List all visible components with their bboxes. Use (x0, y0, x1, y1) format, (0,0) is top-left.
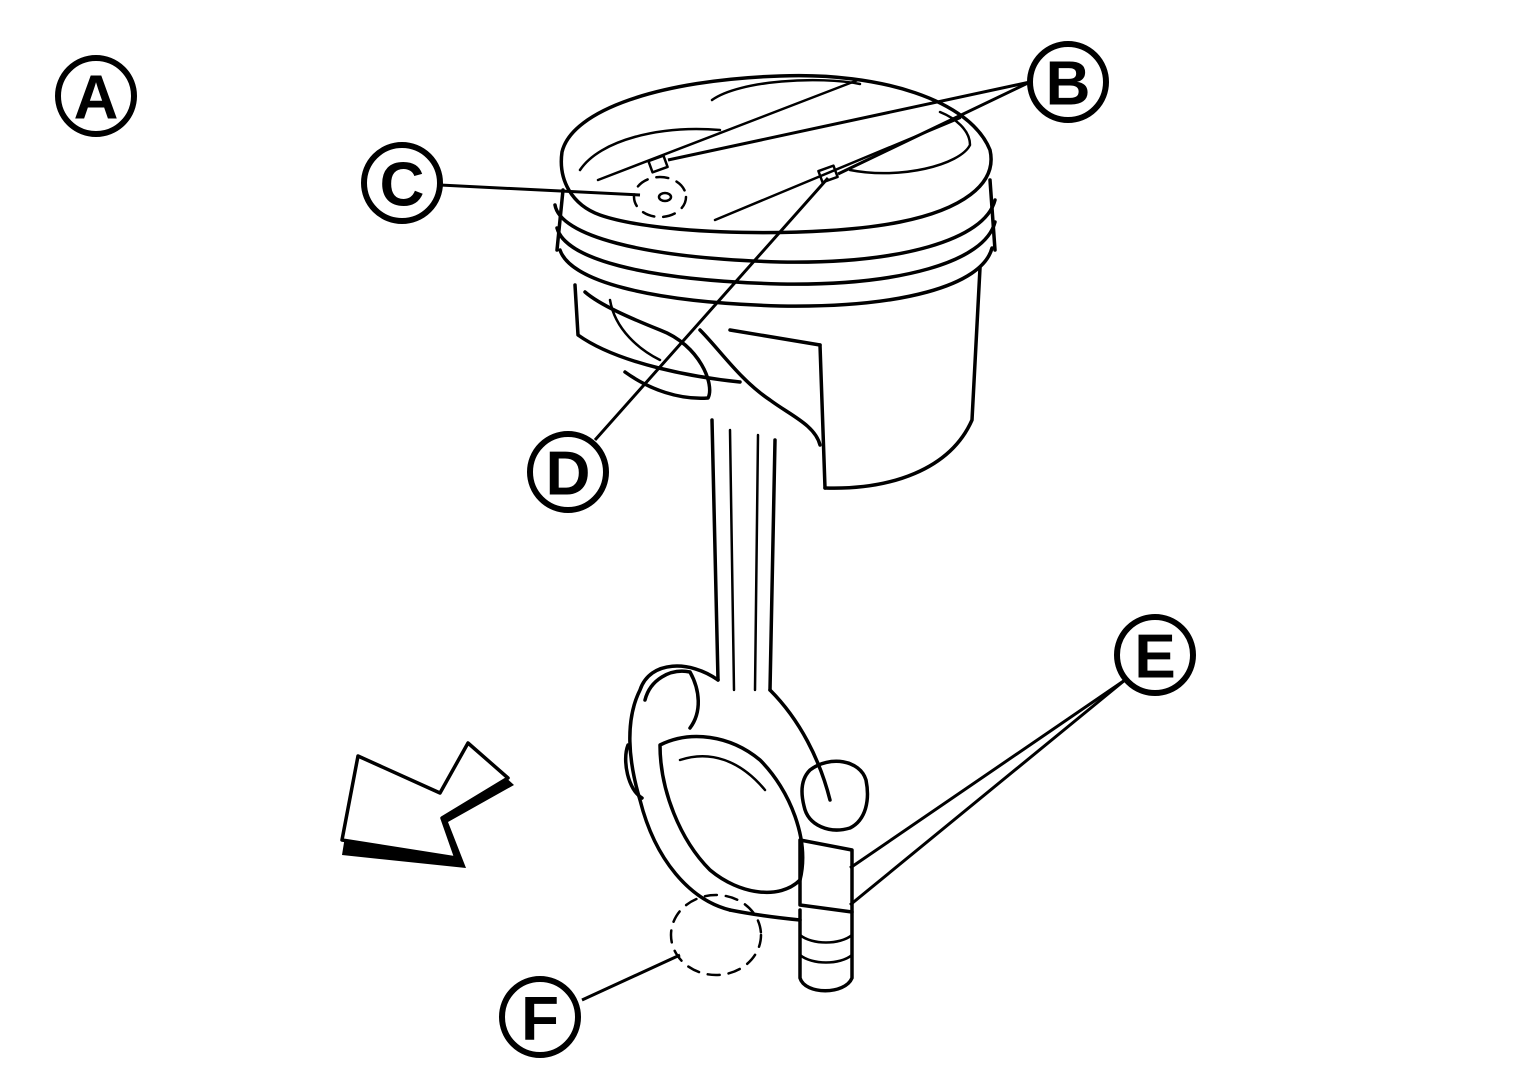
label-a: A (55, 55, 137, 137)
leader-lines (439, 80, 1126, 1002)
label-d-text: D (546, 440, 591, 509)
label-e: E (1114, 614, 1196, 696)
label-b: B (1027, 41, 1109, 123)
mark-indicators (632, 154, 839, 977)
label-f-text: F (521, 985, 559, 1054)
piston (553, 73, 997, 490)
label-c: C (361, 142, 443, 224)
label-d: D (527, 431, 609, 513)
label-b-text: B (1046, 50, 1091, 119)
label-f: F (499, 976, 581, 1058)
label-a-text: A (74, 64, 119, 133)
label-c-text: C (380, 151, 425, 220)
direction-arrow (340, 741, 514, 868)
label-e-text: E (1134, 623, 1175, 692)
connecting-rod (623, 328, 870, 993)
